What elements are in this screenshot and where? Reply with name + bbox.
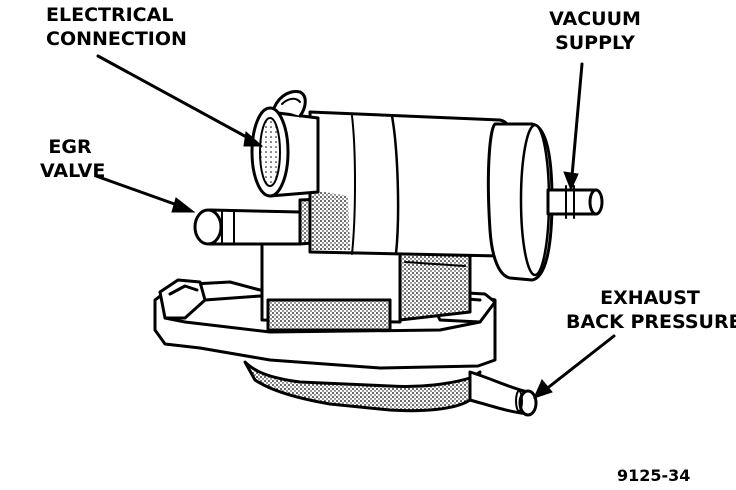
label-electrical-connection: ELECTRICAL CONNECTION bbox=[46, 3, 187, 51]
leader-vacuum-supply bbox=[563, 62, 584, 192]
label-vacuum-supply-line2: SUPPLY bbox=[555, 32, 635, 54]
leader-egr-valve bbox=[94, 174, 196, 213]
label-electrical-connection-line1: ELECTRICAL bbox=[46, 4, 174, 26]
exhaust-housing bbox=[243, 360, 538, 417]
valve-body bbox=[260, 226, 472, 332]
vacuum-nipple bbox=[546, 185, 604, 219]
label-vacuum-supply-line1: VACUUM bbox=[549, 8, 641, 30]
label-egr-valve: EGR VALVE bbox=[40, 135, 106, 183]
figure-number: 9125-34 bbox=[617, 466, 691, 485]
label-electrical-connection-line2: CONNECTION bbox=[46, 28, 187, 50]
label-egr-valve-line1: EGR bbox=[48, 136, 92, 158]
electrical-connector bbox=[250, 90, 320, 198]
label-egr-valve-line2: VALVE bbox=[40, 160, 106, 182]
leader-electrical-connection bbox=[96, 54, 264, 147]
label-vacuum-supply: VACUUM SUPPLY bbox=[540, 7, 650, 55]
label-exhaust-back-pressure: EXHAUST BACK PRESSURE bbox=[566, 286, 736, 334]
leader-exhaust-back-pressure bbox=[533, 334, 616, 399]
label-exhaust-back-pressure-line1: EXHAUST bbox=[600, 287, 700, 309]
label-exhaust-back-pressure-line2: BACK PRESSURE bbox=[566, 311, 736, 333]
solenoid-cylinder bbox=[308, 110, 554, 282]
